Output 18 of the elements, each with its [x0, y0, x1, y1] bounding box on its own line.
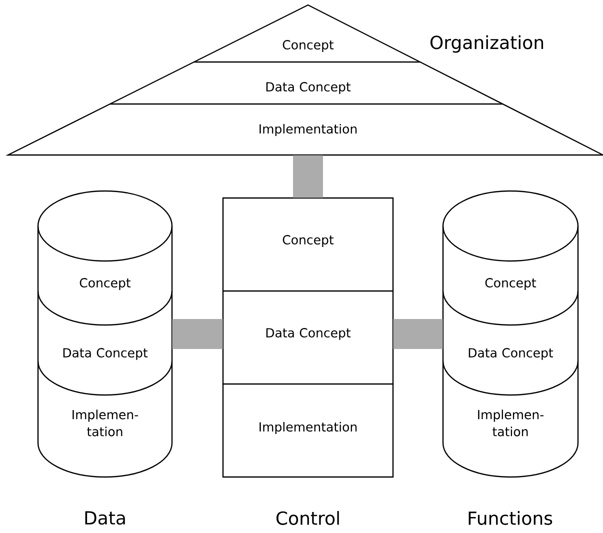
layer-label: Concept: [282, 235, 334, 247]
connector-bar: [393, 319, 443, 349]
layer-label: Implemen- tation: [478, 410, 544, 436]
layer-label: Data Concept: [266, 82, 351, 94]
layer-label: Concept: [282, 40, 334, 52]
connector-bar: [293, 155, 323, 198]
layer-label: Implementation: [260, 124, 357, 136]
layer-label: Data Concept: [266, 328, 351, 340]
layer-label: Implementation: [260, 422, 357, 434]
layer-label: Concept: [80, 278, 131, 290]
node-label: Data: [85, 511, 125, 525]
layer-label: Concept: [485, 278, 536, 290]
layer-label: Data Concept: [468, 348, 554, 360]
connector-bar: [172, 319, 223, 349]
node-label: Control: [276, 511, 339, 525]
layer-label: Data Concept: [63, 348, 148, 360]
layer-label: Implemen- tation: [72, 410, 138, 436]
node-label: Functions: [468, 511, 552, 525]
